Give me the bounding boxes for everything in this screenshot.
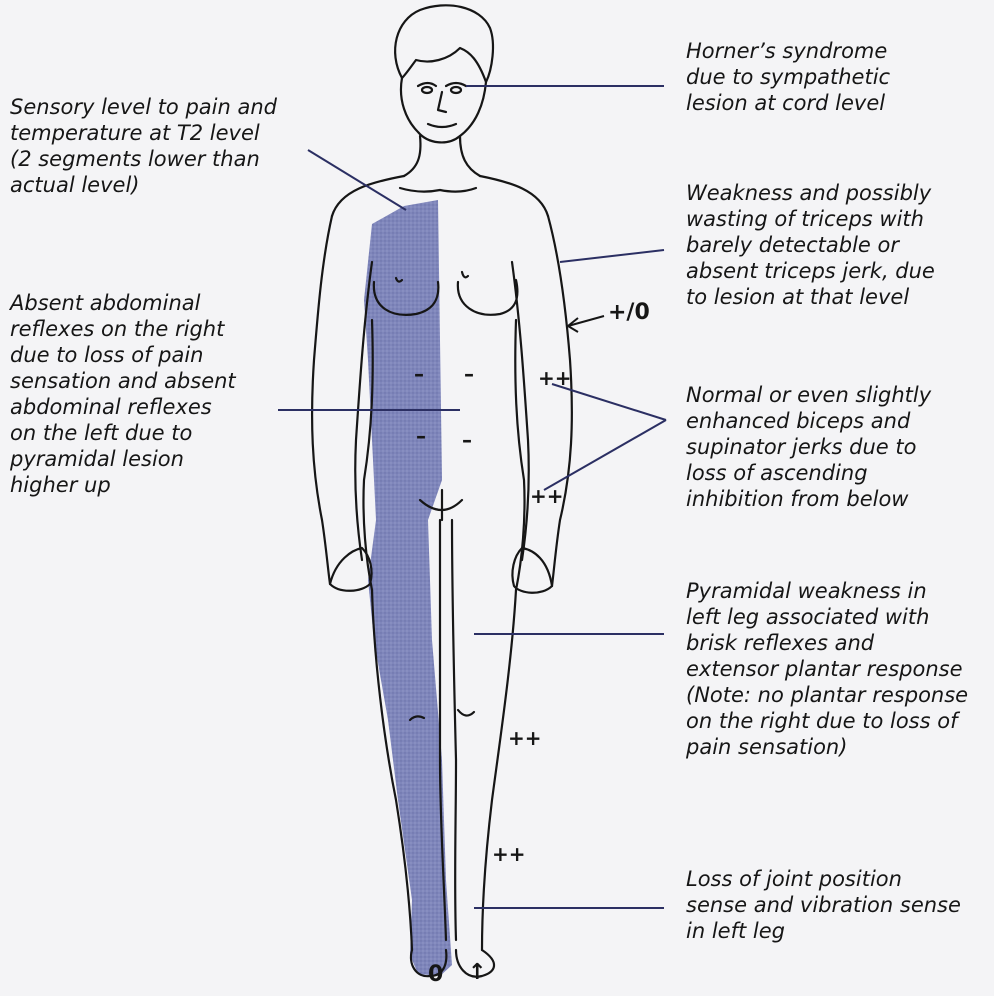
triceps-annotation: Weakness and possibly wasting of triceps… <box>686 180 935 310</box>
sensory-level-annotation: Sensory level to pain and temperature at… <box>10 94 277 198</box>
triceps-arrow <box>568 316 604 332</box>
biceps-line-lower <box>544 420 666 490</box>
joint-position-annotation: Loss of joint position sense and vibrati… <box>686 866 961 944</box>
biceps-annotation: Normal or even slightly enhanced biceps … <box>686 382 931 512</box>
horner-annotation: Horner’s syndrome due to sympathetic les… <box>686 38 890 116</box>
abdominal-annotation: Absent abdominal reflexes on the right d… <box>10 290 236 498</box>
plantar-right-mark: 0 <box>428 962 443 987</box>
triceps-line <box>560 250 664 262</box>
biceps-reflex-mark: ++ <box>538 366 572 390</box>
sensory-line <box>308 150 406 210</box>
leader-lines <box>278 86 666 908</box>
knee-reflex-mark: ++ <box>508 726 542 750</box>
plantar-left-arrow-icon: ↑ <box>468 960 486 985</box>
abdominal-reflex-lower-right: – <box>416 424 426 448</box>
triceps-reflex-mark: +/0 <box>608 300 650 325</box>
ankle-reflex-mark: ++ <box>492 842 526 866</box>
abdominal-reflex-upper-right: – <box>414 362 424 386</box>
abdominal-reflex-upper-left: – <box>464 362 474 386</box>
sensory-loss-region <box>364 200 452 976</box>
abdominal-reflex-lower-left: – <box>462 428 472 452</box>
supinator-reflex-mark: ++ <box>530 484 564 508</box>
pyramidal-annotation: Pyramidal weakness in left leg associate… <box>686 578 968 760</box>
